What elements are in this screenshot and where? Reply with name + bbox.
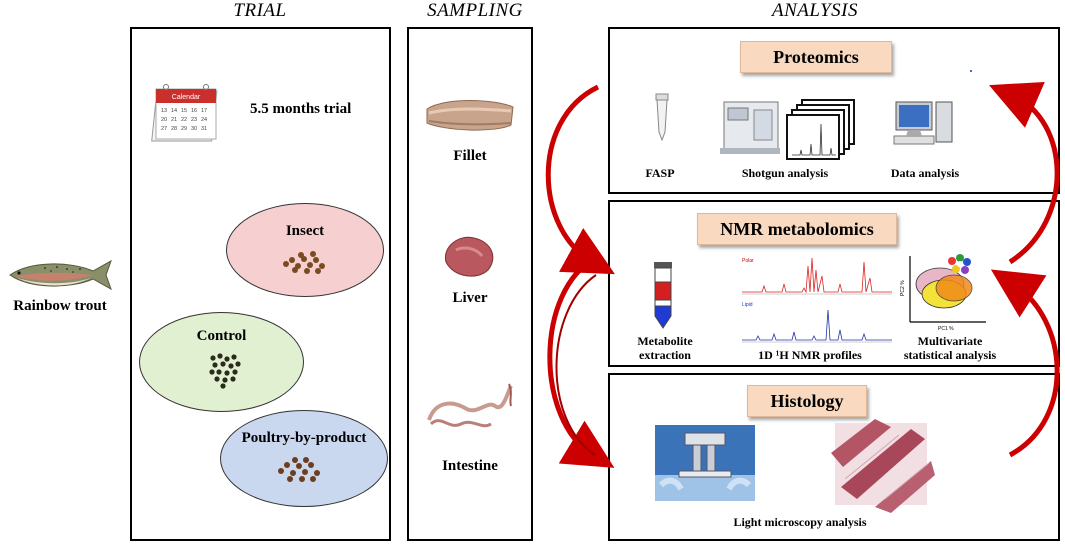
tissue-fillet: Fillet bbox=[453, 148, 487, 164]
multivariate-line2: statistical analysis bbox=[903, 348, 997, 362]
svg-text:20: 20 bbox=[161, 117, 167, 123]
tissue-section-image bbox=[831, 419, 935, 513]
diet-poultry-label: Poultry-by-product bbox=[241, 430, 367, 446]
spectra-stack-icon bbox=[786, 99, 855, 160]
pca-plot: PC1 % PC2 % bbox=[900, 256, 986, 332]
fasp-tube-icon bbox=[655, 93, 669, 142]
extraction-tube-icon bbox=[654, 262, 672, 329]
svg-text:31: 31 bbox=[201, 126, 207, 132]
svg-text:28: 28 bbox=[171, 126, 177, 132]
fillet-image bbox=[426, 100, 514, 131]
multivariate-line1: Multivariate bbox=[917, 334, 983, 348]
pca-x-label: PC1 % bbox=[938, 326, 954, 332]
svg-text:16: 16 bbox=[191, 108, 197, 114]
tissue-intestine: Intestine bbox=[442, 458, 498, 474]
intestine-image bbox=[427, 383, 513, 428]
trout-icon bbox=[9, 259, 112, 291]
svg-text:24: 24 bbox=[201, 117, 207, 123]
svg-text:27: 27 bbox=[161, 126, 167, 132]
cluster-icon bbox=[948, 254, 971, 274]
svg-text:15: 15 bbox=[181, 108, 187, 114]
nmr-spectra-chart: Polar Lipid bbox=[742, 257, 892, 343]
spectrum-polar-label: Polar bbox=[742, 258, 754, 264]
control-feed-pellets bbox=[209, 353, 241, 389]
metabolite-line2: extraction bbox=[639, 348, 691, 362]
step-data-analysis: Data analysis bbox=[890, 166, 960, 180]
svg-text:23: 23 bbox=[191, 117, 197, 123]
poultry-feed-pellets bbox=[278, 457, 320, 482]
liver-image bbox=[444, 236, 494, 277]
mass-spectrometer-icon bbox=[720, 101, 780, 154]
nmr-title: NMR metabolomics bbox=[697, 213, 897, 245]
microscope-image bbox=[655, 425, 755, 501]
insect-feed-pellets bbox=[283, 251, 325, 274]
histology-title: Histology bbox=[747, 385, 867, 417]
calendar-icon: Calendar 13 14 15 16 17 20 21 22 23 24 27 28 29 30 3… bbox=[151, 84, 218, 142]
arrow-to-nmr bbox=[545, 84, 615, 275]
histology-caption: Light microscopy analysis bbox=[733, 515, 867, 529]
arrow-left-histology bbox=[555, 274, 597, 456]
svg-text:29: 29 bbox=[181, 126, 187, 132]
header-analysis: ANALYSIS bbox=[772, 0, 858, 21]
svg-text:22: 22 bbox=[181, 117, 187, 123]
svg-text:30: 30 bbox=[191, 126, 197, 132]
fish-label: Rainbow trout bbox=[13, 298, 107, 314]
diet-insect bbox=[226, 203, 384, 297]
header-sampling: SAMPLING bbox=[427, 0, 523, 21]
diet-control-label: Control bbox=[196, 328, 247, 344]
nmr-profiles-label: 1D ¹H NMR profiles bbox=[758, 348, 862, 362]
proteomics-title: Proteomics bbox=[740, 41, 892, 73]
tissue-liver: Liver bbox=[452, 290, 488, 306]
svg-text:21: 21 bbox=[171, 117, 177, 123]
step-fasp: FASP bbox=[645, 166, 675, 180]
trial-duration: 5.5 months trial bbox=[250, 101, 352, 117]
computer-icon bbox=[893, 101, 953, 145]
diet-insect-label: Insect bbox=[285, 223, 325, 239]
calendar-word: Calendar bbox=[172, 94, 201, 101]
step-shotgun: Shotgun analysis bbox=[741, 166, 829, 180]
tiny-marker bbox=[970, 70, 972, 72]
spectrum-lipid-label: Lipid bbox=[742, 302, 753, 308]
pca-y-label: PC2 % bbox=[900, 280, 906, 296]
svg-text:13: 13 bbox=[161, 108, 167, 114]
arrow-to-proteomics-from-nmr bbox=[547, 255, 615, 468]
header-trial: TRIAL bbox=[233, 0, 287, 21]
svg-text:17: 17 bbox=[201, 108, 207, 114]
metabolite-line1: Metabolite bbox=[637, 334, 693, 348]
svg-text:14: 14 bbox=[171, 108, 177, 114]
